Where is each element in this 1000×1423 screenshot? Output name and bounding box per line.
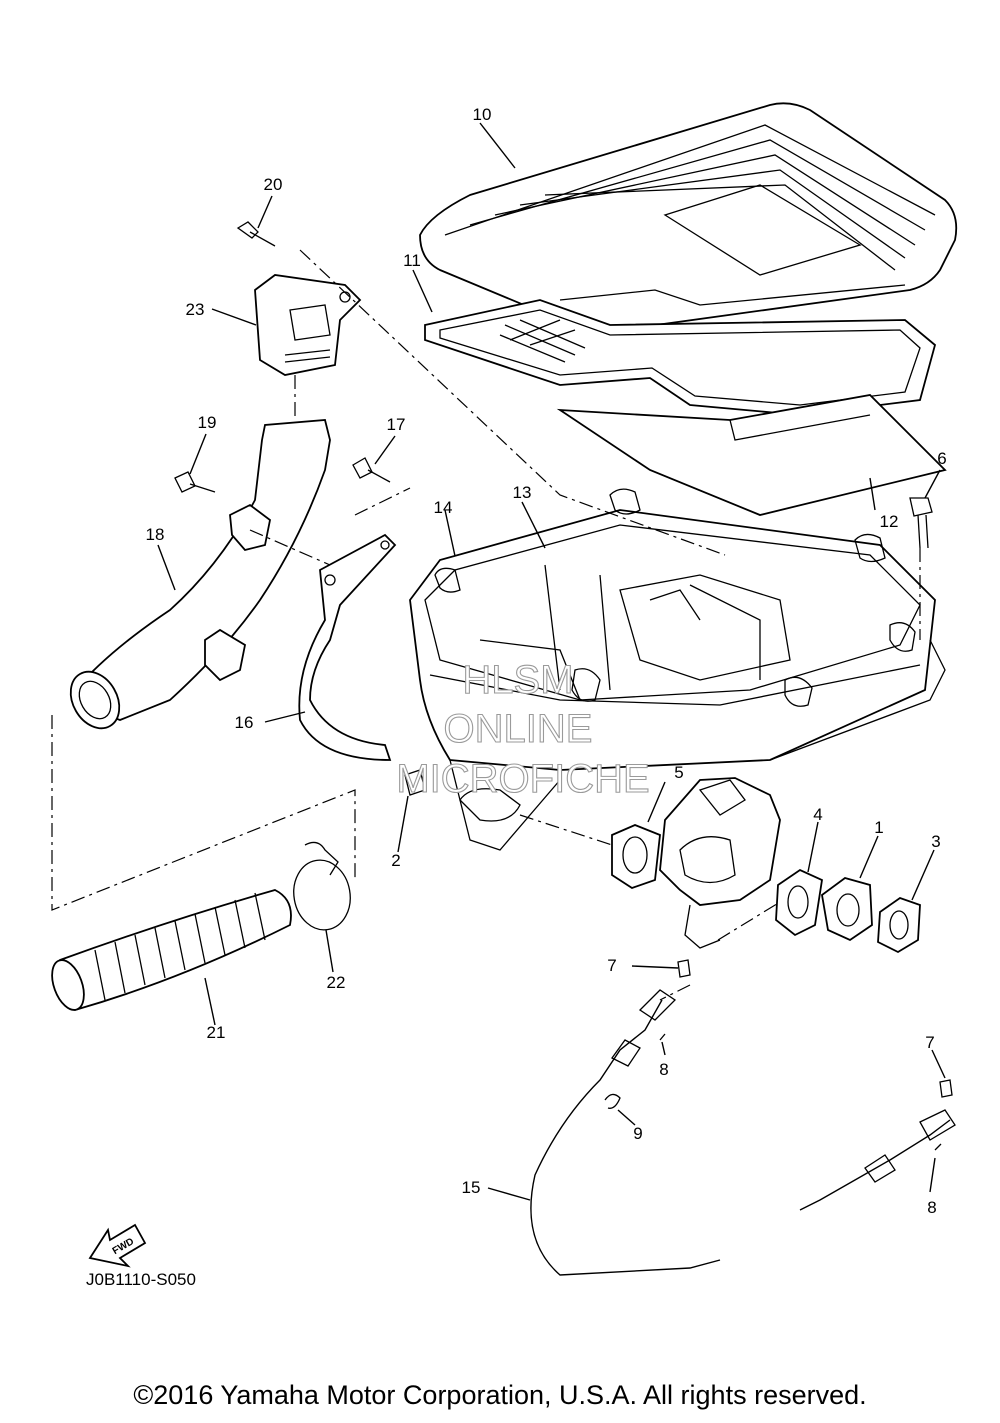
callout-6: 6 <box>937 449 946 468</box>
callout-18: 18 <box>146 525 165 544</box>
callout-9: 9 <box>633 1124 642 1143</box>
callout-7: 7 <box>607 956 616 975</box>
callout-20: 20 <box>264 175 283 194</box>
copyright-notice: ©2016 Yamaha Motor Corporation, U.S.A. A… <box>133 1380 867 1410</box>
air-box-case-part <box>409 488 946 851</box>
air-box-cover-part <box>419 102 958 331</box>
callout-8b: 8 <box>927 1198 936 1217</box>
alignment-lines <box>51 249 921 1001</box>
callout-15: 15 <box>462 1178 481 1197</box>
watermark-line-2: ONLINE <box>444 707 593 751</box>
hose-clamp-part <box>293 841 351 931</box>
callout-23: 23 <box>186 300 205 319</box>
callout-8: 8 <box>659 1060 668 1079</box>
callout-5: 5 <box>674 763 683 782</box>
callout-22: 22 <box>327 973 346 992</box>
throttle-cable-part <box>530 989 956 1276</box>
leader-lines <box>157 122 946 1201</box>
callout-19: 19 <box>198 413 217 432</box>
callout-12: 12 <box>880 512 899 531</box>
callout-17: 17 <box>387 415 406 434</box>
callout-3: 3 <box>931 832 940 851</box>
callout-10: 10 <box>473 105 492 124</box>
callout-11: 11 <box>403 251 421 270</box>
watermark: HLSM ONLINE MICROFICHE <box>396 657 650 801</box>
throttle-body-assembly <box>611 777 921 954</box>
drawing-code: J0B1110-S050 <box>86 1270 196 1289</box>
callout-13: 13 <box>513 483 532 502</box>
watermark-line-3: MICROFICHE <box>396 757 649 801</box>
callout-2: 2 <box>391 851 400 870</box>
callout-21: 21 <box>207 1023 226 1042</box>
hardware-parts <box>174 221 953 1151</box>
filter-element-part <box>556 394 947 516</box>
callout-16: 16 <box>235 713 254 732</box>
callout-7b: 7 <box>925 1033 934 1052</box>
callout-1: 1 <box>874 818 883 837</box>
callout-14: 14 <box>434 498 453 517</box>
callout-4: 4 <box>813 805 822 824</box>
bracket-part <box>298 533 397 761</box>
intake-duct-part <box>69 419 331 730</box>
watermark-line-1: HLSM <box>462 658 573 702</box>
bellows-hose-part <box>51 889 292 1012</box>
callout-labels: 10 20 11 23 19 17 6 18 14 13 12 16 5 4 1… <box>146 105 947 1217</box>
resonator-housing-part <box>254 274 362 376</box>
fwd-arrow-icon: FWD <box>88 1223 147 1268</box>
